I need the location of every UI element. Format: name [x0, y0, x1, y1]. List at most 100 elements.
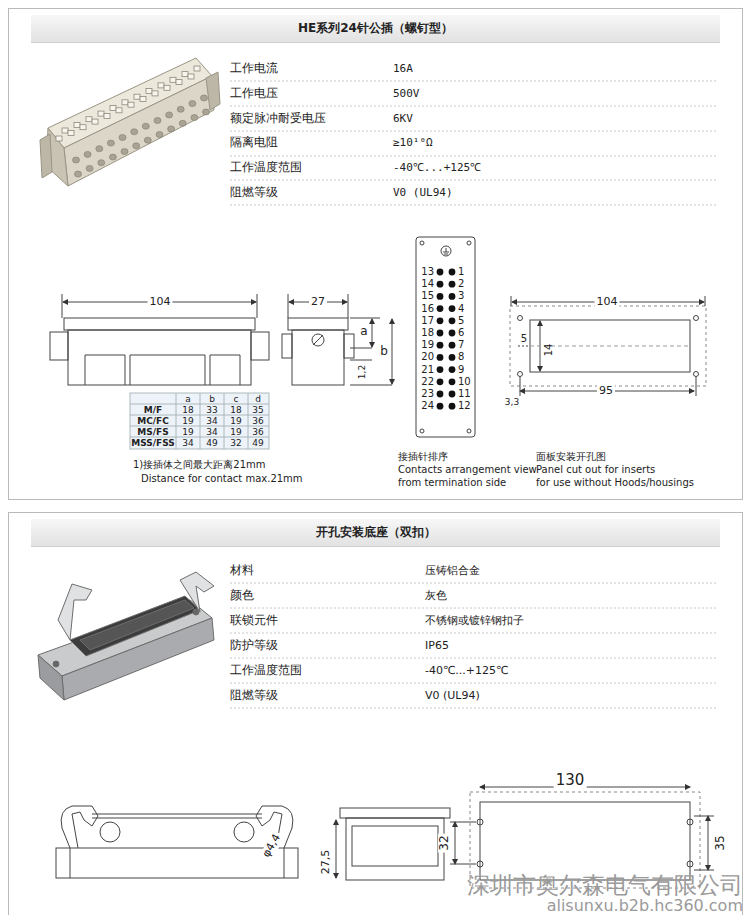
side-view: [50, 294, 269, 385]
screw-hole: [121, 149, 128, 155]
pin-row: [56, 66, 200, 141]
pin-dot: [437, 330, 444, 337]
spec-value: ≥10¹⁰Ω: [393, 137, 433, 150]
row-rule: [230, 156, 718, 157]
pin-number: 11: [458, 388, 471, 400]
row-rule: [230, 583, 718, 584]
row-rule: [230, 81, 718, 708]
housing-side-view: [284, 848, 285, 878]
pin-dot: [449, 330, 456, 337]
pin-row: [80, 125, 86, 130]
end-view: [392, 319, 393, 384]
housing-top-view: [450, 864, 476, 865]
table-cell: M/F: [144, 405, 162, 415]
housing-photo: [38, 655, 64, 700]
pin-dot: [437, 281, 444, 288]
screw-hole: [179, 120, 186, 126]
pin-number: 16: [421, 303, 434, 315]
table-cell: 34: [206, 416, 217, 426]
panel-cutout: [518, 316, 523, 321]
row-rule: [230, 708, 718, 709]
spec-name: 联锁元件: [230, 614, 278, 628]
pin-dot: [437, 354, 444, 361]
dimension: 5: [521, 333, 527, 345]
housing-top-view: [480, 802, 690, 880]
row-rule: [230, 608, 718, 609]
panel-cutout: [510, 296, 706, 396]
pin-dot: [449, 281, 456, 288]
housing-top-view: [455, 822, 456, 864]
spec-value: -40℃...+125℃: [425, 665, 508, 678]
screw-hole: [84, 151, 91, 157]
table-cell: 33: [206, 405, 217, 415]
pin-number: 21: [421, 364, 434, 376]
housing-photo: [193, 609, 199, 615]
pin-number: 17: [421, 315, 434, 327]
side-view: [210, 355, 211, 385]
pin-row: [86, 117, 92, 122]
pin-row: [152, 91, 158, 96]
dimension: 3,3: [505, 397, 519, 407]
pin-row: [176, 80, 182, 85]
pin-number: 3: [458, 291, 464, 303]
screw-hole: [107, 140, 114, 146]
screw-hole: [131, 129, 138, 135]
pin-dot: [449, 342, 456, 349]
screw-hole: [96, 146, 103, 152]
caption: Panel cut out for inserts: [536, 464, 655, 476]
pin-face: [416, 237, 475, 437]
screw-hole: [168, 126, 175, 132]
panel-cutout: [694, 316, 699, 321]
pin-dot: [449, 366, 456, 373]
housing-top-view: [687, 819, 693, 825]
panel-cutout: [511, 296, 512, 306]
pin-row: [68, 130, 74, 135]
pin-number: 4: [458, 303, 464, 315]
row-rule: [230, 205, 718, 206]
pin-dot: [437, 293, 444, 300]
pin-row: [128, 102, 134, 107]
spec-name: 隔离电阻: [230, 136, 278, 150]
pin-row: [194, 66, 200, 71]
table-cell: 18: [182, 405, 193, 415]
dimension: 95: [597, 385, 615, 398]
screw-hole: [98, 160, 105, 166]
pin-number: 6: [458, 327, 464, 339]
screw-hole: [73, 157, 80, 163]
pin-row: [170, 77, 176, 82]
pin-row: [146, 89, 152, 94]
screw-hole: [133, 143, 140, 149]
pin-row: [140, 97, 146, 102]
pin-row: [104, 114, 110, 119]
connector-photo: [40, 134, 52, 178]
pin-face: [446, 248, 447, 252]
side-view: [125, 355, 126, 385]
section-panel: 开孔安装底座（双扣）: [8, 512, 743, 915]
pin-row: [62, 128, 68, 133]
screw-hole: [109, 154, 116, 160]
table-header: d: [255, 394, 261, 404]
dimension: 27,5: [320, 850, 333, 875]
pin-row: [116, 108, 122, 113]
dimension: 1,2: [357, 365, 367, 379]
dimension-table: [224, 393, 225, 449]
side-view: [62, 294, 63, 318]
pin-dot: [449, 391, 456, 398]
side-view: [210, 355, 240, 356]
screw-hole: [86, 165, 93, 171]
pin-number: 12: [458, 400, 471, 412]
pin-number: 23: [421, 388, 434, 400]
table-cell: MS/FS: [137, 427, 168, 437]
housing-side-view: [70, 848, 71, 878]
end-view: [350, 360, 372, 361]
pin-row: [158, 83, 164, 88]
housing-photo: [180, 572, 214, 612]
screw-hole: [73, 95, 210, 177]
pin-number: 15: [421, 291, 434, 303]
table-header: a: [185, 394, 191, 404]
pin-number: 18: [421, 327, 434, 339]
row-rule: [230, 180, 718, 181]
screw-hole: [144, 137, 151, 143]
table-cell: 19: [182, 416, 193, 426]
note: 1)接插体之间最大距离21mm: [133, 459, 265, 471]
